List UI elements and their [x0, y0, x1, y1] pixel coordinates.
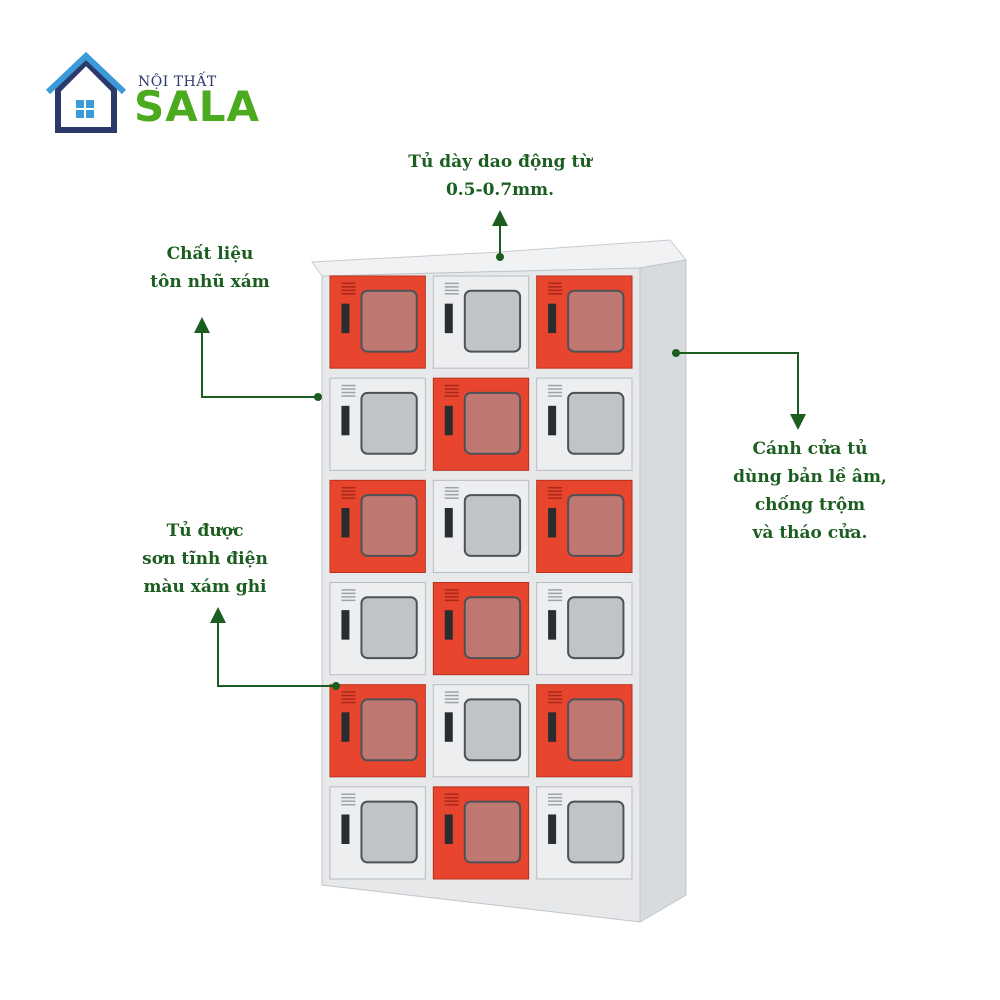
locker-door: [536, 275, 633, 369]
brand-name: SALA: [134, 82, 261, 131]
lock-icon: [548, 405, 557, 436]
locker-door: [329, 377, 426, 471]
lock-icon: [341, 507, 350, 538]
door-window: [463, 494, 522, 557]
door-window: [360, 289, 418, 353]
callout-paint-line1: Tủ được: [166, 521, 244, 541]
locker-door: [536, 684, 633, 778]
cabinet-side: [639, 259, 687, 923]
door-window: [463, 596, 522, 660]
door-window: [567, 391, 625, 455]
locker-door: [432, 684, 530, 778]
callout-door-line3: chống trộm: [754, 495, 866, 515]
door-window: [463, 289, 522, 353]
locker-door: [329, 684, 426, 778]
locker-door: [432, 377, 530, 471]
callout-material: Chất liệu tôn nhũ xám: [110, 240, 310, 296]
lock-icon: [444, 507, 453, 538]
callout-material-line1: Chất liệu: [166, 244, 254, 264]
callout-door: Cánh cửa tủ dùng bản lề âm, chống trộm v…: [690, 435, 930, 547]
door-window: [360, 494, 418, 557]
callout-material-line2: tôn nhũ xám: [150, 272, 270, 292]
door-window: [567, 289, 625, 353]
locker-door: [432, 582, 530, 676]
locker-doors: [329, 275, 633, 880]
leader-dots: [314, 253, 680, 690]
door-window: [567, 698, 625, 762]
lock-icon: [444, 814, 453, 844]
callout-door-line4: và tháo cửa.: [752, 523, 868, 543]
locker-door: [536, 377, 633, 471]
locker-door: [432, 786, 530, 880]
brand-tagline: NỘI THẤT: [138, 74, 217, 90]
callout-thickness: Tủ dày dao động từ 0.5-0.7mm.: [350, 148, 650, 204]
lock-icon: [341, 405, 350, 436]
door-window: [360, 391, 418, 455]
brand-logo: NỘI THẤT SALA: [46, 50, 276, 140]
door-window: [463, 800, 522, 864]
lock-icon: [444, 303, 453, 334]
locker-door: [329, 479, 426, 574]
lock-icon: [444, 610, 453, 640]
locker-door: [536, 582, 633, 676]
callout-thickness-line1: Tủ dày dao động từ: [408, 152, 592, 172]
lock-icon: [341, 303, 350, 334]
lock-icon: [548, 507, 557, 538]
door-window: [567, 494, 625, 557]
locker-door: [329, 582, 426, 676]
door-window: [360, 800, 418, 864]
lock-icon: [548, 814, 557, 844]
callout-door-line1: Cánh cửa tủ: [752, 439, 868, 459]
callout-paint: Tủ được sơn tĩnh điện màu xám ghi: [100, 517, 310, 601]
lock-icon: [341, 712, 350, 742]
door-window: [463, 391, 522, 455]
house-logo-icon: [46, 51, 126, 133]
lock-icon: [341, 610, 350, 640]
door-window: [463, 698, 522, 762]
door-window: [360, 698, 418, 762]
door-window: [567, 800, 625, 864]
locker-door: [536, 479, 633, 574]
leader-lines: [194, 210, 806, 687]
locker-door: [329, 275, 426, 369]
lock-icon: [548, 610, 557, 640]
locker-door: [536, 786, 633, 880]
door-window: [360, 596, 418, 660]
lock-icon: [548, 712, 557, 742]
callout-door-line2: dùng bản lề âm,: [733, 467, 887, 487]
lock-icon: [341, 814, 350, 844]
locker-door: [432, 479, 530, 574]
locker-door: [329, 786, 426, 880]
lock-icon: [548, 303, 557, 334]
callout-paint-line2: sơn tĩnh điện: [142, 549, 268, 569]
lock-icon: [444, 712, 453, 742]
locker-door: [432, 275, 530, 369]
lock-icon: [444, 405, 453, 436]
door-window: [567, 596, 625, 660]
callout-thickness-line2: 0.5-0.7mm.: [445, 180, 555, 200]
callout-paint-line3: màu xám ghi: [143, 577, 267, 597]
